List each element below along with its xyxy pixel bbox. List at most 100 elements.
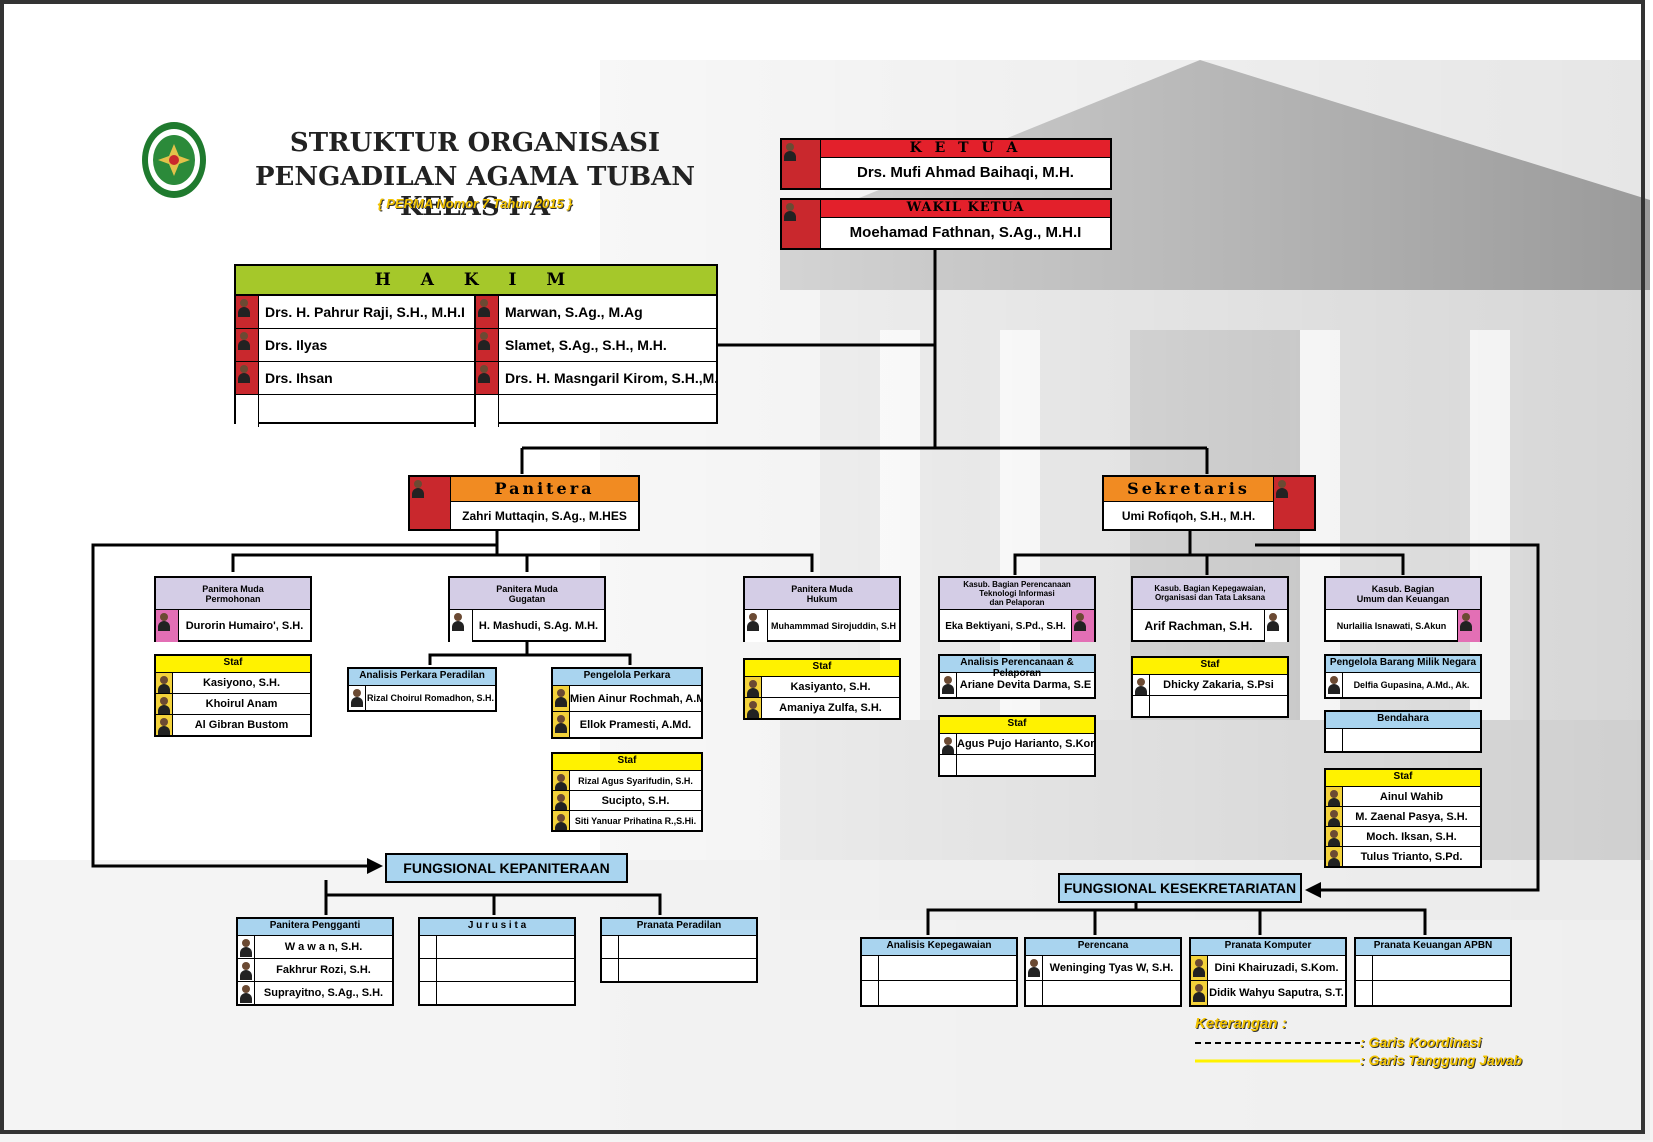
hakim-box: H A K I M Drs. H. Pahrur Raji, S.H., M.H… xyxy=(234,264,718,424)
pm-permohonan-label1: Panitera Muda xyxy=(156,584,310,594)
staf-gugatan-name: Sucipto, S.H. xyxy=(570,795,701,807)
pm-gugatan-label1: Panitera Muda xyxy=(450,584,604,594)
pengelola-perkara-box: Pengelola PerkaraMien Ainur Rochmah, A.M… xyxy=(551,667,703,739)
hakim-photo xyxy=(236,296,259,328)
panitera-name: Zahri Muttaqin, S.Ag., M.HES xyxy=(451,502,638,530)
staf-permohonan-label: Staf xyxy=(156,656,310,673)
jurusita-box: J u r u s i t a xyxy=(418,917,576,1006)
hakim-row: Drs. H. Masngaril Kirom, S.H.,M.HES xyxy=(476,362,716,395)
ketua-box: K E T U A Drs. Mufi Ahmad Baihaqi, M.H. xyxy=(780,138,1112,190)
staf-umum-photo xyxy=(1326,847,1343,866)
pm-permohonan-photo xyxy=(156,610,179,642)
staf-ptip-row: Agus Pujo Harianto, S.Kom xyxy=(940,734,1094,755)
staf-kepeg-row xyxy=(1133,696,1287,716)
hakim-row: Drs. H. Pahrur Raji, S.H., M.H.I xyxy=(236,296,474,329)
staf-hukum-photo xyxy=(745,677,762,697)
pranata-apbn-photo xyxy=(1356,956,1373,980)
staf-umum-row: Tulus Trianto, S.Pd. xyxy=(1326,847,1480,866)
kasub-ptip-label1: Kasub. Bagian Perencanaan xyxy=(940,580,1094,589)
panitera-pengganti-row: Fakhrur Rozi, S.H. xyxy=(238,959,392,982)
sekretaris-name: Umi Rofiqoh, S.H., M.H. xyxy=(1104,502,1273,530)
sekretaris-label: Sekretaris xyxy=(1104,477,1273,502)
pranata-peradilan-row xyxy=(602,936,756,959)
staf-umum-name: M. Zaenal Pasya, S.H. xyxy=(1343,811,1480,823)
staf-umum-label: Staf xyxy=(1326,770,1480,787)
pranata-apbn-row xyxy=(1356,956,1510,981)
pm-hukum-label1: Panitera Muda xyxy=(745,584,899,594)
staf-hukum-name: Amaniya Zulfa, S.H. xyxy=(762,702,899,714)
panitera-pengganti-row: Suprayitno, S.Ag., S.H. xyxy=(238,982,392,1004)
jurusita-label: J u r u s i t a xyxy=(420,919,574,936)
ketua-photo xyxy=(782,140,821,188)
pm-gugatan-box: Panitera Muda Gugatan H. Mashudi, S.Ag. … xyxy=(448,576,606,642)
legend-koordinasi: : Garis Koordinasi xyxy=(1360,1034,1481,1050)
kasub-kepeg-name: Arif Rachman, S.H. xyxy=(1133,619,1264,633)
analisis-perkara-name: Rizal Choirul Romadhon, S.H. xyxy=(366,693,495,703)
analisis-perkara-label: Analisis Perkara Peradilan xyxy=(349,669,495,686)
analis-kepegawaian-label: Analisis Kepegawaian xyxy=(862,939,1016,956)
pengelola-perkara-photo xyxy=(553,686,570,711)
staf-permohonan-photo xyxy=(156,694,173,714)
kasub-kepeg-box: Kasub. Bagian Kepegawaian, Organisasi da… xyxy=(1131,576,1289,642)
jurusita-photo xyxy=(420,959,437,981)
staf-umum-photo xyxy=(1326,807,1343,826)
perencana-photo xyxy=(1026,981,1043,1005)
pranata-komputer-photo xyxy=(1191,981,1208,1005)
panitera-pengganti-label: Panitera Pengganti xyxy=(238,919,392,936)
panitera-pengganti-photo xyxy=(238,936,255,958)
staf-ptip-photo xyxy=(940,755,957,775)
analisis-perencanaan-name: Ariane Devita Darma, S.E xyxy=(957,679,1094,691)
pranata-komputer-name: Didik Wahyu Saputra, S.T. xyxy=(1208,987,1345,999)
pranata-peradilan-photo xyxy=(602,959,619,981)
staf-gugatan-row: Siti Yanuar Prihatina R.,S.Hi. xyxy=(553,811,701,830)
staf-umum-row: Moch. Iksan, S.H. xyxy=(1326,827,1480,847)
analisis-perencanaan-box: Analisis Perencanaan & PelaporanAriane D… xyxy=(938,654,1096,699)
staf-gugatan-name: Siti Yanuar Prihatina R.,S.Hi. xyxy=(570,816,701,826)
analis-kepegawaian-row xyxy=(862,956,1016,981)
hakim-row xyxy=(236,395,474,427)
perencana-box: PerencanaWeninging Tyas W, S.H. xyxy=(1024,937,1182,1007)
bendahara-label: Bendahara xyxy=(1326,712,1480,729)
panitera-pengganti-row: W a w a n, S.H. xyxy=(238,936,392,959)
ketua-label: K E T U A xyxy=(821,140,1110,158)
staf-gugatan-box: StafRizal Agus Syarifudin, S.H.Sucipto, … xyxy=(551,752,703,832)
staf-umum-row: Ainul Wahib xyxy=(1326,787,1480,807)
panitera-pengganti-photo xyxy=(238,982,255,1004)
staf-permohonan-name: Kasiyono, S.H. xyxy=(173,677,310,689)
wakil-ketua-photo xyxy=(782,200,821,248)
perencana-label: Perencana xyxy=(1026,939,1180,956)
panitera-photo xyxy=(410,477,451,529)
pm-permohonan-label2: Permohonan xyxy=(156,594,310,604)
staf-permohonan-name: Al Gibran Bustom xyxy=(173,719,310,731)
pm-permohonan-box: Panitera Muda Permohonan Durorin Humairo… xyxy=(154,576,312,642)
sekretaris-box: Sekretaris Umi Rofiqoh, S.H., M.H. xyxy=(1102,475,1316,531)
hakim-right-list: Marwan, S.Ag., M.AgSlamet, S.Ag., S.H., … xyxy=(476,296,716,427)
staf-hukum-row: Amaniya Zulfa, S.H. xyxy=(745,698,899,718)
panitera-box: Panitera Zahri Muttaqin, S.Ag., M.HES xyxy=(408,475,640,531)
pm-gugatan-name: H. Mashudi, S.Ag. M.H. xyxy=(473,620,604,632)
staf-gugatan-photo xyxy=(553,791,570,810)
pranata-komputer-row: Dini Khairuzadi, S.Kom. xyxy=(1191,956,1345,981)
court-logo-icon xyxy=(140,120,208,200)
fungsional-kesekretariatan-header: FUNGSIONAL KESEKRETARIATAN xyxy=(1058,873,1302,903)
pranata-peradilan-box: Pranata Peradilan xyxy=(600,917,758,983)
hakim-row: Drs. Ihsan xyxy=(236,362,474,395)
hakim-photo xyxy=(236,395,259,427)
pranata-apbn-label: Pranata Keuangan APBN xyxy=(1356,939,1510,956)
kasub-umum-name: Nurlailia Isnawati, S.Akun xyxy=(1326,621,1457,631)
hakim-name: Drs. Ihsan xyxy=(259,370,474,386)
staf-kepeg-photo xyxy=(1133,696,1150,716)
analisis-perkara-photo xyxy=(349,686,366,710)
pranata-komputer-name: Dini Khairuzadi, S.Kom. xyxy=(1208,962,1345,974)
hakim-photo xyxy=(476,329,499,361)
pm-hukum-photo xyxy=(745,610,768,642)
staf-ptip-row xyxy=(940,755,1094,775)
panitera-pengganti-box: Panitera PenggantiW a w a n, S.H.Fakhrur… xyxy=(236,917,394,1006)
staf-ptip-name: Agus Pujo Harianto, S.Kom xyxy=(957,738,1094,750)
pengelola-bmn-box: Pengelola Barang Milik NegaraDelfia Gupa… xyxy=(1324,654,1482,699)
analis-kepegawaian-photo xyxy=(862,981,879,1005)
kasub-umum-box: Kasub. Bagian Umum dan Keuangan Nurlaili… xyxy=(1324,576,1482,642)
kasub-ptip-label3: dan Pelaporan xyxy=(940,598,1094,607)
